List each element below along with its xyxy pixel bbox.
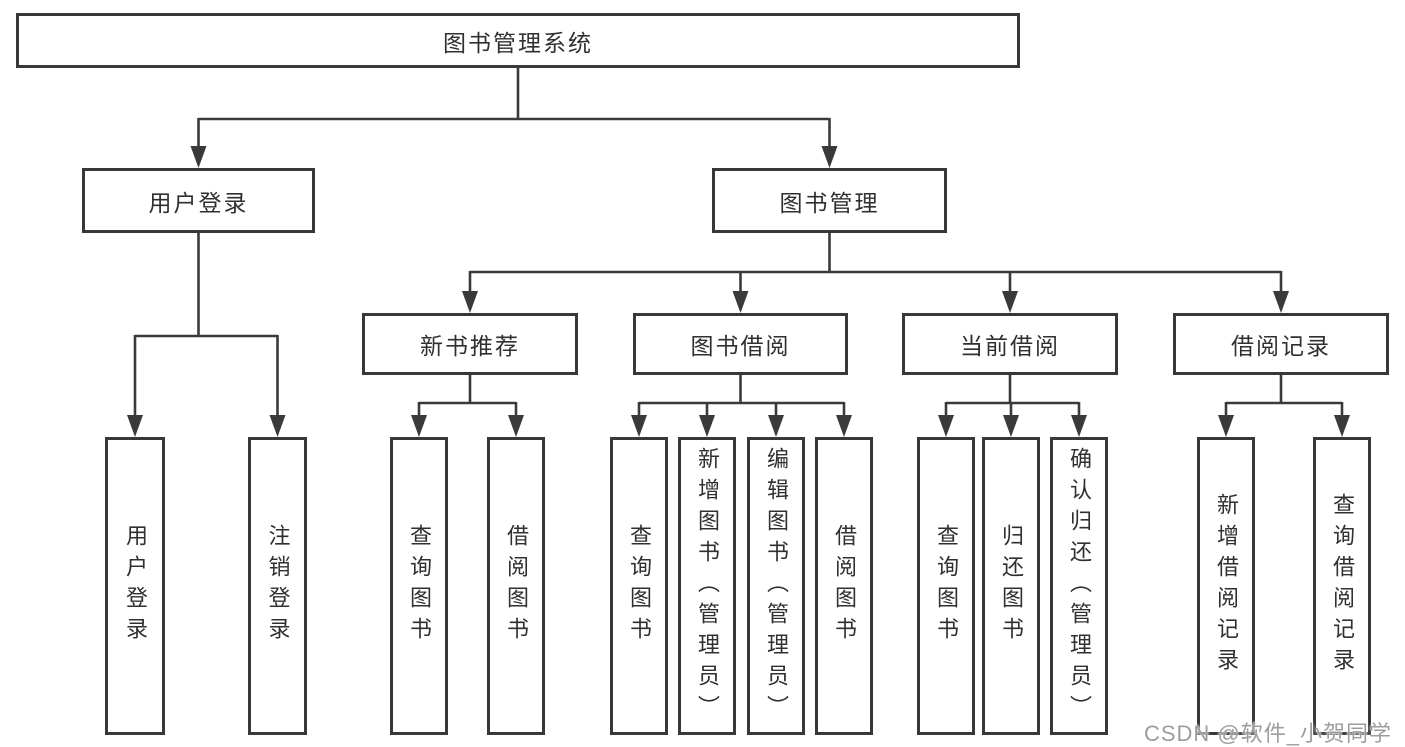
node-book-management: 图书管理 (712, 168, 947, 233)
leaf-recommend-query-book: 查询图书 (390, 437, 448, 735)
leaf-current-confirm-return-admin: 确认归还（管理员） (1050, 437, 1108, 735)
leaf-current-return-book: 归还图书 (982, 437, 1040, 735)
node-current-borrowing: 当前借阅 (902, 313, 1118, 375)
leaf-recommend-borrow-book: 借阅图书 (487, 437, 545, 735)
node-user-login: 用户登录 (82, 168, 315, 233)
leaf-borrowing-add-book-admin: 新增图书（管理员） (678, 437, 736, 735)
node-root: 图书管理系统 (16, 13, 1020, 68)
leaf-borrowing-query-book: 查询图书 (610, 437, 668, 735)
node-borrowing-records: 借阅记录 (1173, 313, 1389, 375)
leaf-borrowing-edit-book-admin: 编辑图书（管理员） (747, 437, 805, 735)
leaf-logout: 注销登录 (248, 437, 307, 735)
watermark: CSDN @软件_小贺同学 (1143, 721, 1392, 746)
leaf-current-query-book: 查询图书 (917, 437, 975, 735)
node-book-borrowing: 图书借阅 (633, 313, 848, 375)
node-new-book-recommend: 新书推荐 (362, 313, 578, 375)
leaf-borrowing-borrow-book: 借阅图书 (815, 437, 873, 735)
leaf-records-query-record: 查询借阅记录 (1313, 437, 1371, 735)
leaf-records-add-record: 新增借阅记录 (1197, 437, 1255, 735)
arrowheads (127, 146, 1350, 437)
leaf-user-login: 用户登录 (105, 437, 165, 735)
